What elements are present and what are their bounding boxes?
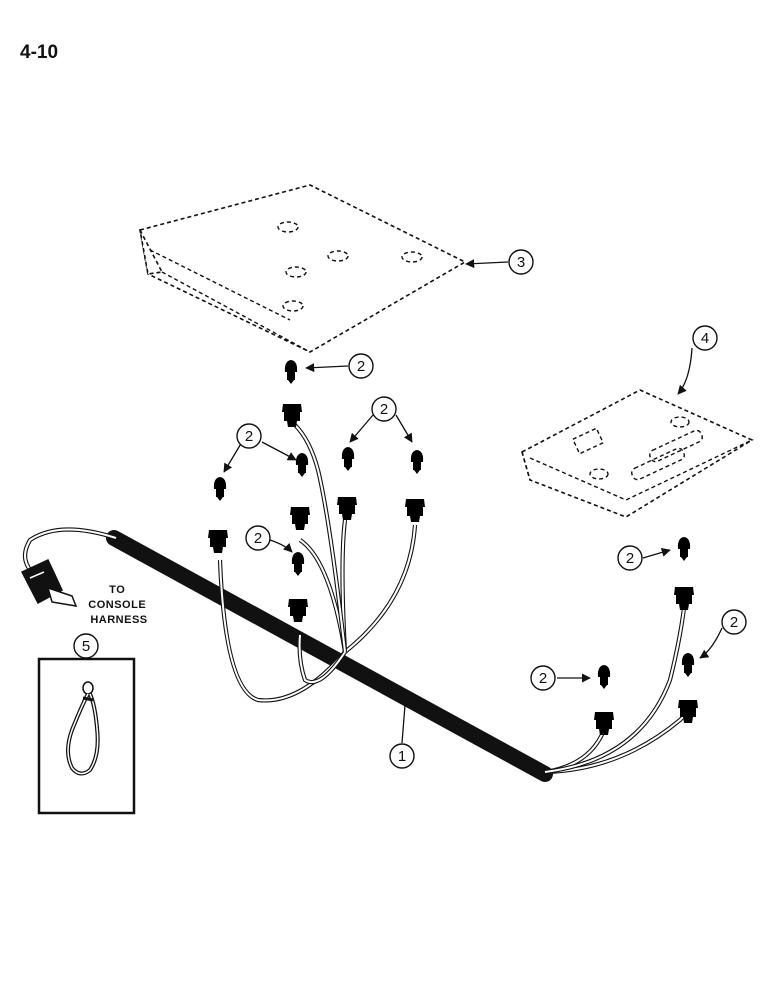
bulb <box>681 653 695 677</box>
main-harness-sheath <box>106 530 553 782</box>
strap-inset <box>37 657 136 815</box>
console-lead-wire <box>22 527 117 577</box>
bulb <box>410 450 424 474</box>
callout-bulb: 2 <box>721 609 747 635</box>
bulb-socket <box>337 497 357 520</box>
svg-text:2: 2 <box>380 401 388 418</box>
bulb-socket <box>674 587 694 610</box>
svg-text:2: 2 <box>245 428 253 445</box>
svg-text:2: 2 <box>626 550 634 567</box>
cable-strap-illustration <box>66 681 100 776</box>
svg-text:3: 3 <box>517 254 525 271</box>
bulb-socket <box>594 712 614 735</box>
connector-label: TO CONSOLE HARNESS <box>88 584 149 626</box>
callout-bulb: 2 <box>236 423 262 449</box>
svg-text:2: 2 <box>357 358 365 375</box>
bulb-socket <box>405 499 425 522</box>
svg-text:2: 2 <box>254 530 262 547</box>
bulb-socket <box>288 599 308 622</box>
callout-bulb: 2 <box>371 396 397 422</box>
page-number: 4-10 <box>20 42 58 63</box>
bulb <box>284 360 298 384</box>
bulb-socket <box>282 404 302 427</box>
svg-text:2: 2 <box>730 614 738 631</box>
bulb <box>677 537 691 561</box>
bulb <box>597 665 611 689</box>
svg-text:5: 5 <box>82 638 90 655</box>
svg-text:1: 1 <box>398 748 406 765</box>
callout-bulb: 2 <box>530 665 556 691</box>
left-branch-wires <box>217 423 418 703</box>
callout-bulb: 2 <box>245 525 271 551</box>
callout-harness: 1 <box>389 743 415 769</box>
console-connector-plug <box>20 559 78 607</box>
callout-panel-small: 4 <box>692 325 718 351</box>
svg-text:2: 2 <box>539 670 547 687</box>
bulb <box>295 453 309 477</box>
bulb <box>291 552 305 576</box>
small-panel-bracket <box>521 389 754 518</box>
leader-lines <box>85 259 723 744</box>
bulb <box>341 447 355 471</box>
callout-panel-large: 3 <box>508 249 534 275</box>
callout-bulb: 2 <box>348 353 374 379</box>
bulb-socket <box>208 530 228 553</box>
large-panel-bracket <box>139 184 467 353</box>
bulb <box>213 477 227 501</box>
callout-bulb: 2 <box>617 545 643 571</box>
right-branch-wires <box>544 607 691 775</box>
svg-text:4: 4 <box>701 330 709 347</box>
callout-strap: 5 <box>73 633 99 659</box>
bulb-socket <box>290 507 310 530</box>
